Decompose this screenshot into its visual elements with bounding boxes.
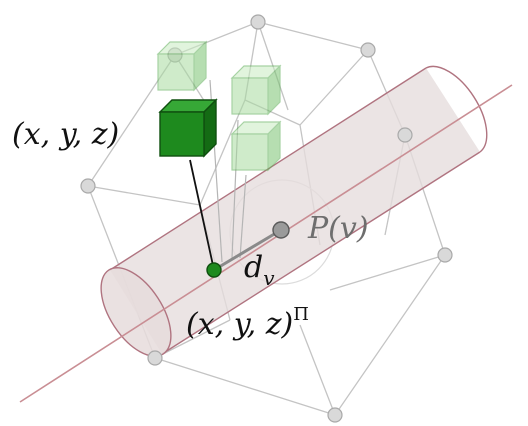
distance-segment [213,228,282,272]
projection-base: (x, y, z) [186,307,293,342]
label-curve-point: P(v) [307,211,369,246]
label-distance: dv [244,250,275,290]
label-projection: (x, y, z)Π [186,304,309,342]
graph-node [397,127,413,143]
projection-line [189,159,215,271]
projected-point [206,262,222,278]
label-point-3d: (x, y, z) [12,117,119,152]
tube-body [110,68,480,354]
distance-subscript: v [263,266,275,290]
projection-superscript: Π [293,304,309,325]
ghost-cube-upper-right [230,64,282,116]
tube-far-cap [425,65,488,153]
ghost-cube-lower-right [230,120,282,172]
curve-point [272,221,290,239]
axis-line [19,84,513,403]
graph-node [437,247,453,263]
graph-node [147,350,163,366]
tube [100,65,488,357]
graph-node [327,407,343,423]
graph-node [80,178,96,194]
ghost-cube-upper-left [156,40,208,92]
focus-cube [158,98,218,158]
graph-node [250,14,266,30]
tube-near-cap [100,267,172,357]
ghost-cubes [156,40,282,172]
graph-node [360,42,376,58]
distance-symbol: d [244,250,263,285]
tube-bottom-edge [161,151,481,355]
